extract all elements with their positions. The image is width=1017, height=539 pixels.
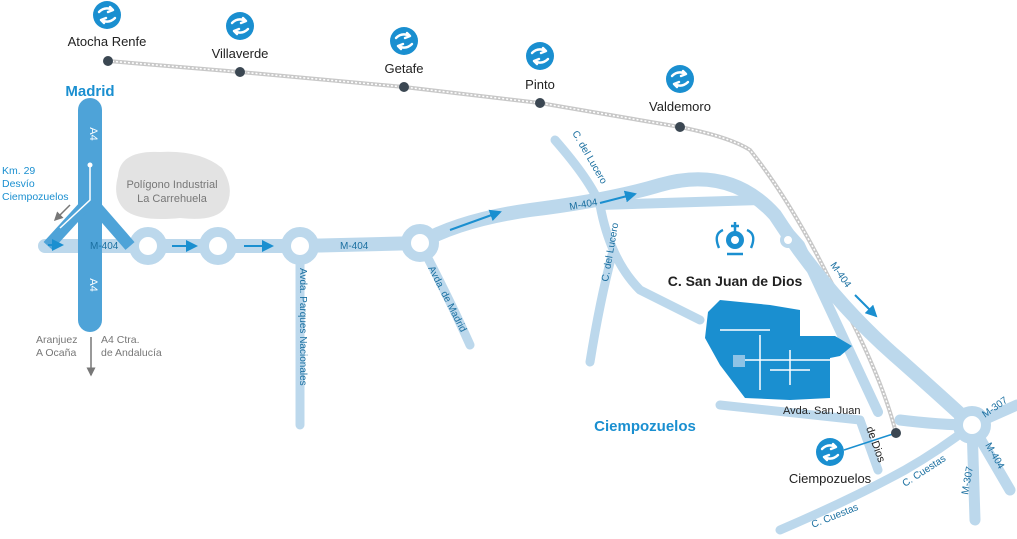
station-label: Atocha Renfe — [68, 34, 147, 49]
route-arrows — [48, 190, 878, 318]
exit-label-line2: Desvío — [2, 178, 35, 190]
hospital-cross-emblem-icon — [715, 222, 755, 256]
station-atocha — [91, 0, 123, 66]
hospital-label: C. San Juan de Dios — [668, 273, 803, 289]
station-getafe — [388, 25, 420, 92]
station-label: Villaverde — [212, 46, 269, 61]
direction-label: Aranjuez — [36, 334, 77, 346]
small-roundabout — [780, 232, 796, 248]
exit-label-line1: Km. 29 — [2, 165, 35, 177]
direction-arrows — [53, 204, 96, 377]
station-ciempozuelos — [814, 428, 901, 468]
road-label-m307: M-307 — [960, 465, 976, 495]
railway-line — [107, 59, 898, 434]
station-villaverde — [224, 10, 256, 77]
industrial-label-line2: La Carrehuela — [137, 193, 208, 205]
town-label-ciempozuelos: Ciempozuelos — [594, 418, 696, 435]
station-valdemoro — [664, 63, 696, 132]
station-label: Ciempozuelos — [789, 471, 872, 486]
station-label: Pinto — [525, 77, 555, 92]
road-label-m404: M-404 — [340, 241, 369, 252]
road-label-san-juan: Avda. San Juan — [783, 405, 860, 417]
industrial-area — [116, 151, 230, 219]
industrial-label-line1: Polígono Industrial — [126, 179, 217, 191]
station-label: Valdemoro — [649, 99, 711, 114]
renfe-cercanias-icon — [91, 0, 123, 31]
roundabouts — [129, 224, 991, 444]
road-label-m404: M-404 — [569, 197, 599, 213]
renfe-cercanias-icon — [664, 63, 696, 95]
road-label-avda-madrid: Avda. de Madrid — [425, 264, 468, 334]
renfe-cercanias-icon — [224, 10, 256, 42]
direction-label: A Ocaña — [36, 347, 76, 359]
direction-label: A4 Ctra. — [101, 334, 140, 346]
exit-label-line3: Ciempozuelos — [2, 191, 69, 203]
renfe-cercanias-icon — [524, 40, 556, 72]
station-label: Getafe — [384, 61, 423, 76]
road-label-parques: Avda. Parques Nacionales — [297, 268, 308, 386]
station-pinto — [524, 40, 556, 108]
road-label-m404: M-404 — [90, 241, 119, 252]
renfe-cercanias-icon — [814, 436, 846, 468]
renfe-cercanias-icon — [388, 25, 420, 57]
road-label-a4: A4 — [87, 127, 99, 140]
road-label-a4: A4 — [87, 278, 99, 291]
hospital-complex — [705, 300, 852, 400]
direction-label: de Andalucía — [101, 347, 162, 359]
city-label-madrid: Madrid — [65, 83, 114, 100]
a4-highway — [43, 98, 135, 332]
